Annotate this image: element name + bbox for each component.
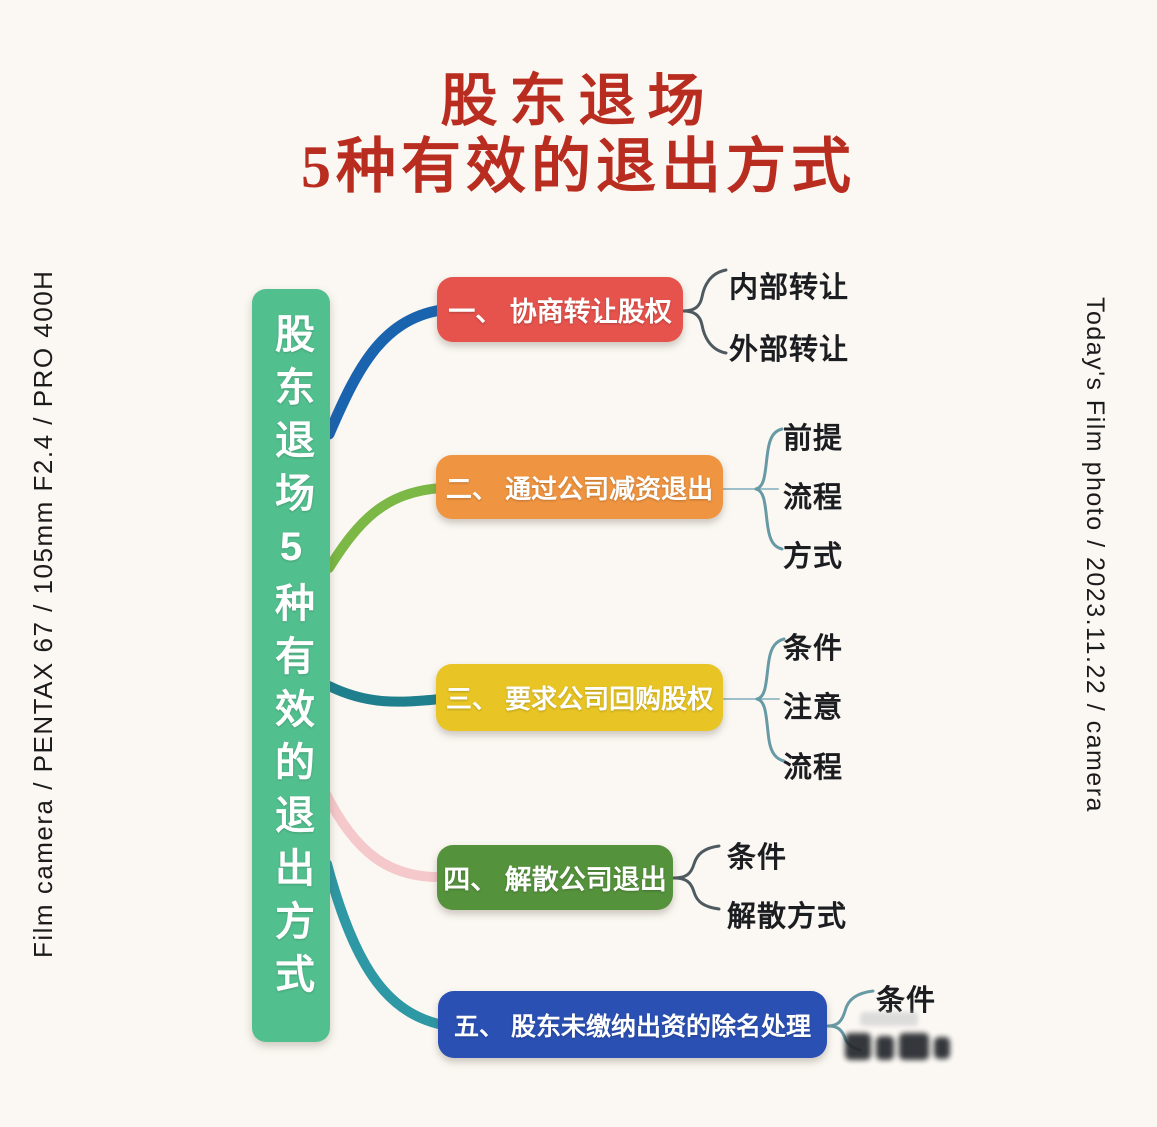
leaf-label: 方式	[783, 541, 844, 573]
bracket-2	[722, 427, 784, 551]
branch-curve-3	[324, 681, 446, 707]
root-node: 股东退场5种有效的退出方式	[252, 289, 330, 1042]
bracket-4	[672, 844, 721, 911]
topic-node-5: 五、 股东未缴纳出资的除名处理	[438, 991, 827, 1058]
topic-node-4: 四、 解散公司退出	[437, 845, 673, 910]
leaf-label: 条件	[783, 633, 844, 665]
title-line1: 股东退场	[440, 70, 717, 133]
bracket-3	[723, 637, 786, 763]
obscured-text	[845, 1033, 950, 1060]
leaf-label: 条件	[876, 985, 937, 1017]
branch-curve-5	[322, 859, 453, 1031]
leaf-label: 解散方式	[727, 901, 848, 933]
topic-node-5-label: 五、 股东未缴纳出资的除名处理	[454, 1012, 811, 1041]
leaf-label: 注意	[783, 692, 844, 724]
leaf-label: 内部转让	[729, 272, 850, 304]
branch-curve-2	[324, 483, 446, 573]
leaf-label: 外部转让	[729, 334, 850, 366]
leaf-label: 前提	[783, 423, 844, 455]
faint-watermark	[860, 1012, 918, 1026]
topic-node-2: 二、 通过公司减资退出	[436, 455, 723, 519]
topic-node-3-label: 三、 要求公司回购股权	[445, 684, 714, 714]
topic-node-3: 三、 要求公司回购股权	[436, 664, 723, 731]
title-line2: 5种有效的退出方式	[301, 133, 856, 200]
topic-node-1-label: 一、 协商转让股权	[448, 297, 672, 327]
leaf-label: 条件	[727, 842, 788, 874]
root-node-label: 股东退场5种有效的退出方式	[269, 313, 313, 1006]
leaf-label: 流程	[783, 752, 844, 784]
page-title: 股东退场 5种有效的退出方式	[0, 70, 1157, 201]
bracket-1	[681, 268, 728, 355]
left-film-caption: Film camera / PENTAX 67 / 105mm F2.4 / P…	[28, 269, 58, 958]
branch-curve-1	[323, 304, 447, 440]
right-film-caption: Today's Film photo / 2023.11.22 / camera	[1081, 297, 1109, 813]
topic-node-1: 一、 协商转让股权	[437, 277, 683, 342]
topic-node-2-label: 二、 通过公司减资退出	[445, 473, 714, 504]
branch-curve-4	[319, 785, 447, 883]
topic-node-4-label: 四、 解散公司退出	[443, 865, 667, 895]
leaf-label: 流程	[783, 482, 844, 514]
